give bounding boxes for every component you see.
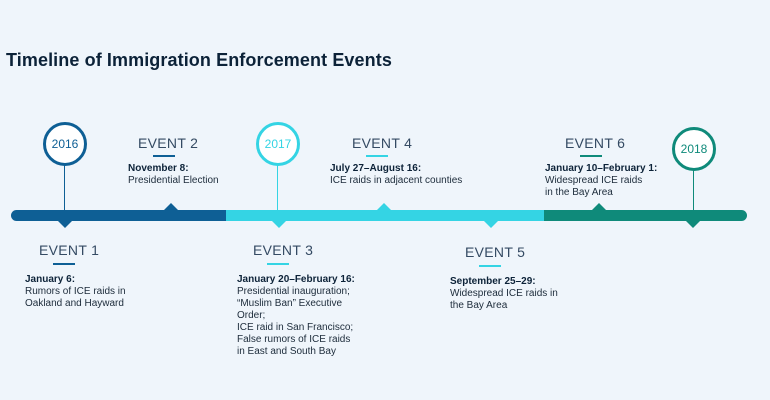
event-5-date: September 25–29: xyxy=(450,276,536,287)
event-5-desc-line: the Bay Area xyxy=(450,300,508,311)
event-4-marker xyxy=(377,203,391,210)
event-1-date: January 6: xyxy=(25,274,76,285)
event-2-label: EVENT 2 xyxy=(138,135,199,151)
event-3-desc-line: False rumors of ICE raids xyxy=(237,334,351,345)
event-3-desc-line: ICE raid in San Francisco; xyxy=(237,322,354,333)
event-1-desc-line: Rumors of ICE raids in xyxy=(25,286,126,297)
event-6-marker xyxy=(592,203,606,210)
event-5-marker xyxy=(484,221,498,228)
event-2-description: Presidential Election xyxy=(128,175,219,187)
year-2016-label: 2016 xyxy=(51,137,79,151)
event-6-description: Widespread ICE raids in the Bay Area xyxy=(545,175,642,199)
year-2016-stem xyxy=(64,163,65,210)
event-3-desc-line: Presidential inauguration; xyxy=(237,286,350,297)
event-6-label: EVENT 6 xyxy=(565,135,626,151)
event-4-rule xyxy=(366,155,388,157)
timeline-title: Timeline of Immigration Enforcement Even… xyxy=(6,50,392,70)
year-2017-circle: 2017 xyxy=(256,122,300,166)
year-2018-label: 2018 xyxy=(680,142,708,156)
event-6-desc-line: in the Bay Area xyxy=(545,187,613,198)
event-2-date: November 8: xyxy=(128,163,189,174)
event-2-rule xyxy=(153,155,175,157)
event-3-desc-line: in East and South Bay xyxy=(237,346,336,357)
event-4-date: July 27–August 16: xyxy=(330,163,422,174)
event-3-label: EVENT 3 xyxy=(253,242,314,258)
event-6-date: January 10–February 1: xyxy=(545,163,658,174)
event-4-desc-line: ICE raids in adjacent counties xyxy=(330,175,463,186)
year-2017-label: 2017 xyxy=(264,137,292,151)
event-3-description: Presidential inauguration; “Muslim Ban” … xyxy=(237,286,353,358)
event-5-desc-line: Widespread ICE raids in xyxy=(450,288,558,299)
event-3-marker xyxy=(272,221,286,228)
timeline-segment-2017 xyxy=(226,210,544,221)
year-2018-stem xyxy=(693,168,694,210)
event-1-description: Rumors of ICE raids in Oakland and Haywa… xyxy=(25,286,126,310)
event-5-rule xyxy=(479,265,501,267)
year-2018-marker xyxy=(686,221,700,228)
event-3-rule xyxy=(267,263,289,265)
year-2016-circle: 2016 xyxy=(43,122,87,166)
event-1-desc-line: Oakland and Hayward xyxy=(25,298,124,309)
event-5-label: EVENT 5 xyxy=(465,244,526,260)
event-6-desc-line: Widespread ICE raids xyxy=(545,175,643,186)
event-3-desc-line: Order; xyxy=(237,310,266,321)
event-5-description: Widespread ICE raids in the Bay Area xyxy=(450,288,558,312)
event-3-desc-line: “Muslim Ban” Executive xyxy=(237,298,343,309)
event-1-label: EVENT 1 xyxy=(39,242,100,258)
timeline-segment-2016 xyxy=(11,210,226,221)
year-2017-stem xyxy=(277,163,278,210)
event-3-date: January 20–February 16: xyxy=(237,274,355,285)
event-1-marker xyxy=(58,221,72,228)
event-1-rule xyxy=(53,263,75,265)
timeline-segment-2018 xyxy=(544,210,747,221)
event-6-rule xyxy=(580,155,602,157)
year-2018-circle: 2018 xyxy=(672,127,716,171)
event-2-marker xyxy=(164,203,178,210)
event-4-description: ICE raids in adjacent counties xyxy=(330,175,462,187)
event-2-desc-line: Presidential Election xyxy=(128,175,219,186)
event-4-label: EVENT 4 xyxy=(352,135,413,151)
